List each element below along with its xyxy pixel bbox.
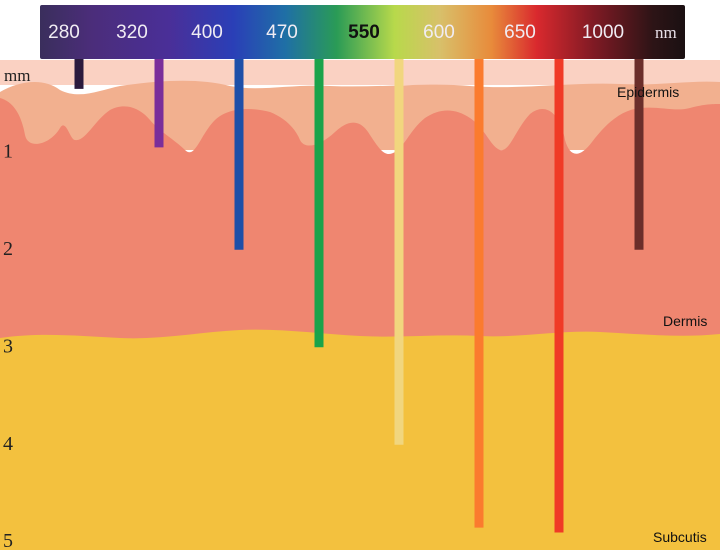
depth-tick-2: 2 xyxy=(3,238,13,260)
subcutis-label: Subcutis xyxy=(653,529,707,545)
epidermis-label: Epidermis xyxy=(617,84,679,100)
penetration-bar-280 xyxy=(74,59,84,89)
penetration-bar-550 xyxy=(394,59,404,445)
depth-axis: 1 2 3 4 5 xyxy=(3,141,13,550)
wavelength-label-600: 600 xyxy=(423,22,455,43)
penetration-bar-1000 xyxy=(634,59,644,250)
wavelength-unit-label: nm xyxy=(655,23,677,42)
skin-surface xyxy=(0,60,720,85)
wavelength-labels: 280 320 400 470 550 600 650 1000 xyxy=(48,22,624,43)
spectrum-bar xyxy=(40,5,685,59)
wavelength-label-280: 280 xyxy=(48,22,80,43)
depth-tick-3: 3 xyxy=(3,336,13,358)
penetration-bar-320 xyxy=(154,59,164,148)
wavelength-label-320: 320 xyxy=(116,22,148,43)
penetration-bar-470 xyxy=(314,59,324,348)
dermis-label: Dermis xyxy=(663,313,707,329)
depth-tick-1: 1 xyxy=(3,141,13,163)
depth-unit-label: mm xyxy=(4,66,30,85)
depth-tick-4: 4 xyxy=(3,433,13,455)
wavelength-label-650: 650 xyxy=(504,22,536,43)
dermis-layer xyxy=(0,98,720,345)
penetration-bar-600 xyxy=(474,59,484,528)
wavelength-label-400: 400 xyxy=(191,22,223,43)
wavelength-label-1000: 1000 xyxy=(582,22,624,43)
penetration-bar-650 xyxy=(554,59,564,533)
skin-layers xyxy=(0,60,720,550)
penetration-bar-400 xyxy=(234,59,244,250)
wavelength-label-550: 550 xyxy=(348,22,380,43)
penetration-bars xyxy=(74,59,644,533)
wavelength-label-470: 470 xyxy=(266,22,298,43)
depth-tick-5: 5 xyxy=(3,530,13,550)
subcutis-layer xyxy=(0,329,720,550)
